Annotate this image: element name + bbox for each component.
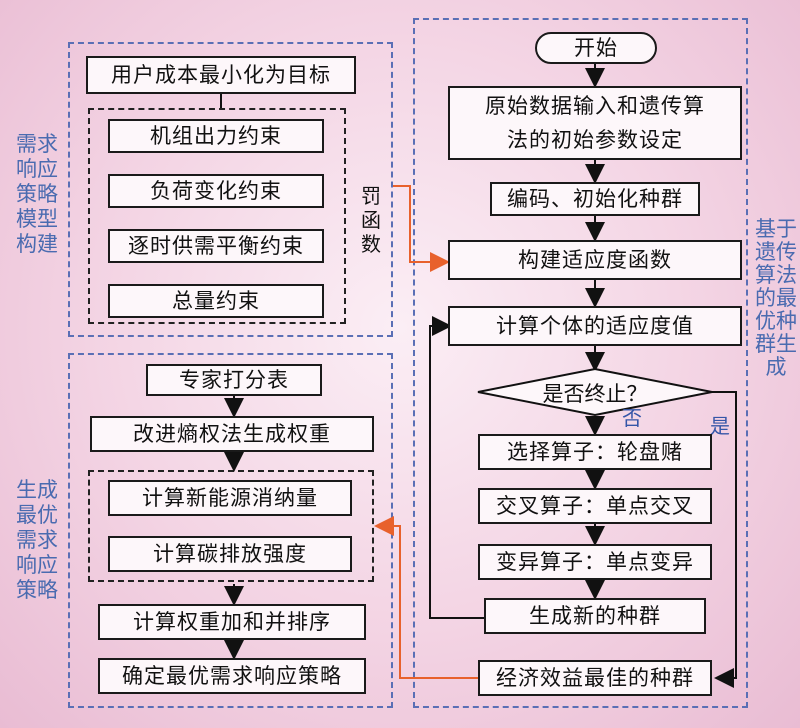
constraint-unit-output: 机组出力约束 <box>108 119 324 153</box>
optimal-strategy-box: 确定最优需求响应策略 <box>98 658 366 694</box>
objective-box: 用户成本最小化为目标 <box>86 56 356 94</box>
best-population-box: 经济效益最佳的种群 <box>478 660 712 696</box>
model-construction-label: 需求响应策略模型构建 <box>16 132 58 256</box>
strategy-generation-label: 生成最优需求响应策略 <box>16 478 58 602</box>
fitness-function-box: 构建适应度函数 <box>448 240 742 280</box>
constraint-load-change: 负荷变化约束 <box>108 174 324 208</box>
yes-branch-label: 是 <box>710 414 730 438</box>
constraint-total: 总量约束 <box>108 284 324 318</box>
model-construction-region <box>68 42 393 337</box>
fitness-value-box: 计算个体的适应度值 <box>448 306 742 346</box>
expert-scoring-box: 专家打分表 <box>146 364 322 396</box>
genetic-algorithm-label: 基于遗传算法的最优种群生成 <box>755 217 797 379</box>
start-terminal: 开始 <box>535 32 657 64</box>
data-input-box: 原始数据输入和遗传算法的初始参数设定 <box>448 86 742 160</box>
crossover-operator-box: 交叉算子：单点交叉 <box>478 488 712 524</box>
no-branch-label: 否 <box>622 406 642 430</box>
genetic-algorithm-region <box>413 18 748 708</box>
mutation-operator-box: 变异算子：单点变异 <box>478 544 712 580</box>
constraint-hourly-balance: 逐时供需平衡约束 <box>108 229 324 263</box>
constraints-group <box>88 108 346 324</box>
weighted-sum-box: 计算权重加和并排序 <box>98 604 366 640</box>
termination-decision-shape <box>477 367 713 417</box>
selection-operator-box: 选择算子：轮盘赌 <box>478 434 712 470</box>
entropy-weight-box: 改进熵权法生成权重 <box>90 416 374 452</box>
new-population-box: 生成新的种群 <box>484 598 706 634</box>
renewable-consumption-box: 计算新能源消纳量 <box>108 480 352 516</box>
data-input-text: 原始数据输入和遗传算法的初始参数设定 <box>485 94 705 152</box>
termination-decision-label: 是否终止？ <box>542 382 648 406</box>
carbon-intensity-box: 计算碳排放强度 <box>108 536 352 572</box>
penalty-function-label: 罚函数 <box>361 184 381 256</box>
encode-init-box: 编码、初始化种群 <box>490 182 700 216</box>
